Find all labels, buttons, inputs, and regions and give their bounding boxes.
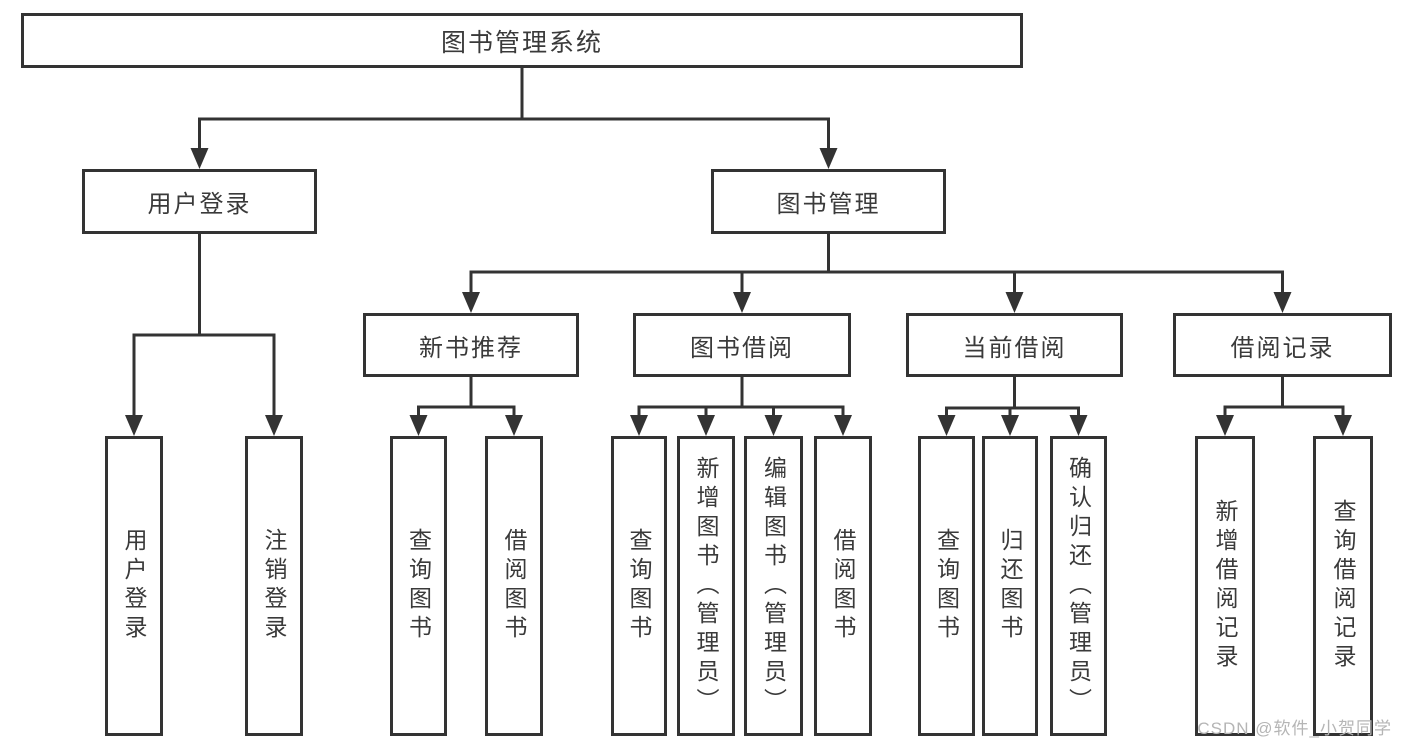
node-current-borrow: 当前借阅 [906, 313, 1123, 377]
node-label-borrow-records: 借阅记录 [1230, 334, 1335, 362]
node-leaf-query-book-1: 查询图书 [390, 436, 447, 736]
node-label-leaf-add-record: 新增借阅记录 [1212, 499, 1238, 673]
node-leaf-query-book-3: 查询图书 [918, 436, 975, 736]
node-label-leaf-add-book: 新增图书（管理员） [693, 455, 719, 717]
node-label-leaf-borrow-book-2: 借阅图书 [830, 528, 856, 644]
node-leaf-edit-book: 编辑图书（管理员） [744, 436, 803, 736]
node-label-leaf-user-login: 用户登录 [121, 528, 147, 644]
node-book-borrow: 图书借阅 [633, 313, 851, 377]
node-user-login: 用户登录 [82, 169, 317, 234]
node-label-leaf-edit-book: 编辑图书（管理员） [760, 455, 787, 717]
node-book-mgmt: 图书管理 [711, 169, 946, 234]
node-label-leaf-query-book-2: 查询图书 [626, 528, 652, 644]
node-label-leaf-query-book-1: 查询图书 [405, 528, 432, 644]
node-label-leaf-confirm-return: 确认归还（管理员） [1065, 455, 1092, 717]
node-borrow-records: 借阅记录 [1173, 313, 1392, 377]
node-leaf-borrow-book-1: 借阅图书 [485, 436, 543, 736]
node-leaf-add-record: 新增借阅记录 [1195, 436, 1255, 736]
node-leaf-confirm-return: 确认归还（管理员） [1050, 436, 1107, 736]
node-leaf-user-login: 用户登录 [105, 436, 163, 736]
node-leaf-query-record: 查询借阅记录 [1313, 436, 1373, 736]
node-label-new-book-rec: 新书推荐 [419, 334, 523, 362]
node-label-current-borrow: 当前借阅 [962, 334, 1067, 362]
node-label-leaf-borrow-book-1: 借阅图书 [501, 528, 527, 644]
node-new-book-rec: 新书推荐 [363, 313, 579, 377]
node-label-book-borrow: 图书借阅 [690, 334, 794, 362]
node-label-user-login: 用户登录 [147, 191, 252, 218]
node-label-leaf-return-book: 归还图书 [997, 528, 1023, 644]
node-leaf-logout: 注销登录 [245, 436, 303, 736]
node-leaf-borrow-book-2: 借阅图书 [814, 436, 872, 736]
watermark: CSDN @软件_小贺同学 [1197, 719, 1392, 738]
node-label-leaf-logout: 注销登录 [261, 528, 287, 644]
node-label-book-mgmt: 图书管理 [776, 191, 881, 218]
node-root: 图书管理系统 [21, 13, 1023, 68]
node-leaf-add-book: 新增图书（管理员） [677, 436, 735, 736]
node-leaf-return-book: 归还图书 [982, 436, 1038, 736]
node-label-leaf-query-record: 查询借阅记录 [1330, 499, 1356, 673]
node-leaf-query-book-2: 查询图书 [611, 436, 667, 736]
node-label-root: 图书管理系统 [440, 28, 603, 57]
node-label-leaf-query-book-3: 查询图书 [933, 528, 960, 644]
